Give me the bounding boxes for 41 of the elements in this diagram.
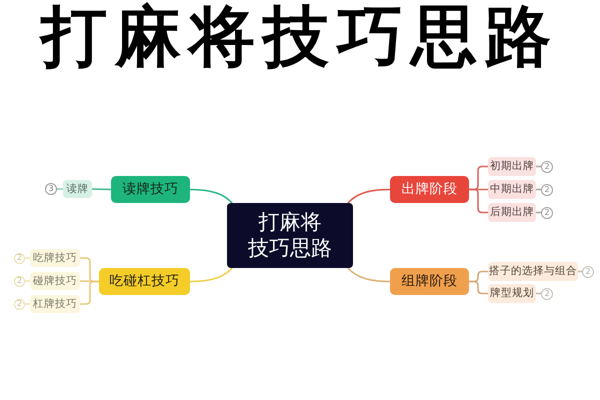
connector-line	[92, 188, 112, 190]
subtopic-box: 碰牌技巧	[30, 272, 80, 290]
count-circle: 2	[14, 298, 25, 310]
central-topic-box: 打麻将技巧思路	[227, 203, 353, 268]
connector-line	[190, 267, 233, 282]
subtopic-box: 搭子的选择与组合	[488, 262, 578, 281]
connector-line	[80, 280, 99, 305]
topic-box: 吃碰杠技巧	[99, 268, 190, 295]
connector-line	[25, 303, 30, 305]
connector-line	[469, 188, 488, 214]
subtopic-box: 吃牌技巧	[30, 249, 80, 267]
count-circle: 2	[541, 288, 553, 300]
connector-line	[536, 212, 541, 214]
count-circle: 2	[14, 252, 25, 264]
count-circle: 2	[541, 184, 553, 196]
subtopic-box: 中期出牌	[488, 180, 536, 199]
connector-line	[25, 280, 30, 282]
connector-line	[536, 188, 541, 190]
connector-line	[25, 257, 30, 259]
count-circle: 3	[45, 183, 57, 195]
subtopic-box: 读牌	[63, 180, 92, 198]
count-circle: 2	[582, 266, 594, 278]
connector-line	[57, 188, 63, 190]
title: 打麻将技巧思路	[38, 0, 560, 74]
connector-line	[190, 188, 233, 204]
topic-box: 读牌技巧	[111, 176, 190, 203]
connector-line	[536, 292, 541, 294]
topic-box: 组牌阶段	[390, 268, 469, 295]
subtopic-box: 初期出牌	[488, 157, 536, 176]
count-circle: 2	[541, 160, 553, 172]
count-circle: 2	[14, 276, 25, 286]
count-circle: 2	[541, 206, 553, 218]
connector-line	[578, 270, 582, 272]
subtopic-box: 后期出牌	[488, 203, 536, 222]
connector-line	[347, 267, 390, 282]
subtopic-box: 杠牌技巧	[30, 295, 80, 313]
connector-line	[469, 280, 488, 294]
subtopic-box: 牌型规划	[488, 284, 536, 303]
connector-line	[347, 188, 390, 204]
connector-line	[536, 166, 541, 168]
topic-box: 出牌阶段	[390, 176, 469, 203]
